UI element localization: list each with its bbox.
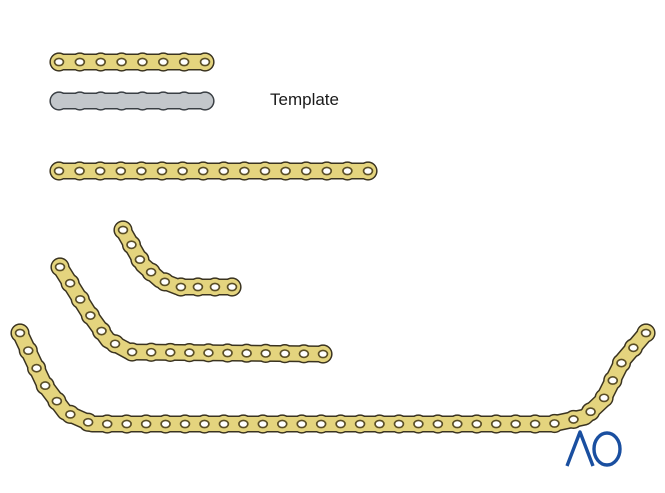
plate-bent-long	[10, 323, 656, 434]
plate-16-hole	[49, 161, 378, 181]
plate-bent-medium	[50, 257, 333, 364]
plate-bent-small	[113, 220, 242, 297]
plate-8-hole	[49, 52, 215, 72]
ao-logo	[565, 430, 622, 467]
template	[49, 91, 215, 111]
template-label: Template	[270, 90, 339, 109]
